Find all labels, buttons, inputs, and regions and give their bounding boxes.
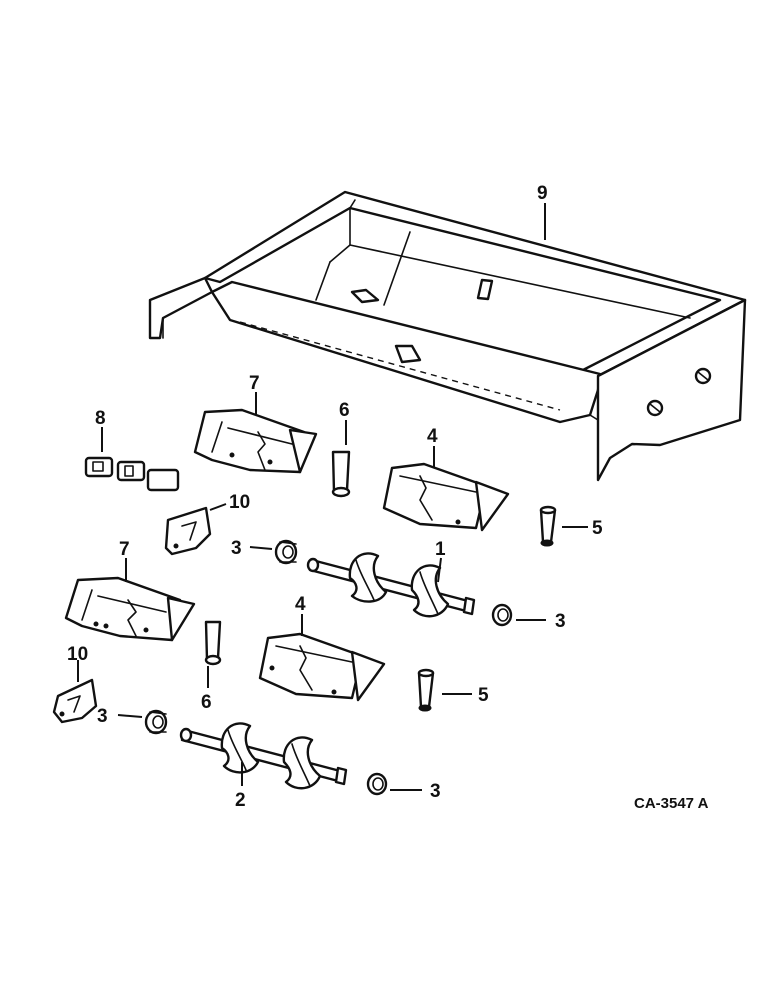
- callout-upper-rear-cover: 7: [249, 373, 260, 394]
- callout-lower-rear-cover: 7: [119, 539, 130, 560]
- callout-upper-bracket-small: 6: [339, 400, 350, 421]
- upper-bearing-right: 3: [491, 603, 566, 632]
- callout-upper-pin: 5: [592, 518, 603, 539]
- lower-bearing-left: 3: [97, 706, 168, 735]
- callout-upper-bearing-left: 3: [231, 538, 242, 559]
- callout-upper-bearing-right: 3: [555, 611, 566, 632]
- callout-hopper: 9: [537, 183, 548, 204]
- callout-upper-auger: 1: [435, 539, 446, 560]
- upper-pin: 5: [539, 505, 603, 547]
- upper-bearing-left: 3: [231, 538, 298, 565]
- upper-cover: 4: [382, 426, 510, 532]
- callout-upper-cover: 4: [427, 426, 438, 447]
- hopper-assembly: 9: [148, 183, 747, 482]
- upper-auger: 1: [306, 539, 476, 618]
- lower-bracket-small: 6: [201, 620, 222, 713]
- callout-lower-cover: 4: [295, 594, 306, 615]
- lower-pin: 5: [417, 668, 489, 712]
- callout-upper-plate: 10: [229, 492, 250, 513]
- lower-plate: 10: [52, 644, 98, 724]
- clip-set: 8: [84, 408, 180, 492]
- upper-plate: 10: [164, 492, 250, 556]
- lower-bearing-right: 3: [366, 772, 441, 802]
- upper-rear-cover: 7: [193, 373, 318, 474]
- lower-rear-cover: 7: [64, 539, 196, 642]
- callout-lower-pin: 5: [478, 685, 489, 706]
- lower-auger: 2: [179, 722, 348, 811]
- upper-bracket-small: 6: [331, 400, 351, 498]
- lower-cover: 4: [258, 594, 386, 702]
- callout-lower-auger: 2: [235, 790, 246, 811]
- callout-lower-bearing-right: 3: [430, 781, 441, 802]
- figure-reference-code: CA-3547 A: [634, 795, 709, 812]
- callout-lower-bearing-left: 3: [97, 706, 108, 727]
- callout-clip-set: 8: [95, 408, 106, 429]
- callout-lower-bracket-small: 6: [201, 692, 212, 713]
- callout-lower-plate: 10: [67, 644, 88, 665]
